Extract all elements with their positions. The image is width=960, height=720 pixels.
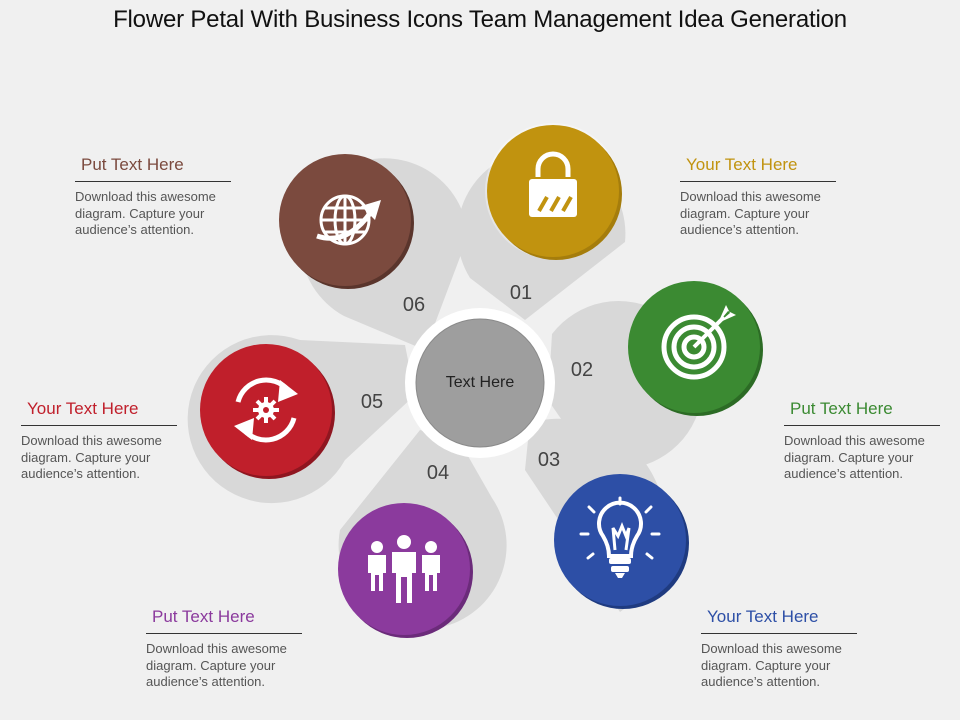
callout-04-heading: Put Text Here xyxy=(146,607,302,634)
callout-06-heading: Put Text Here xyxy=(75,155,231,182)
petal-circle-05 xyxy=(200,344,335,479)
petal-circle-02 xyxy=(628,281,763,416)
team-icon xyxy=(368,535,440,603)
petal-circle-04 xyxy=(338,503,473,638)
callout-04-body: Download this awesome diagram. Capture y… xyxy=(146,641,287,689)
callout-05-body: Download this awesome diagram. Capture y… xyxy=(21,433,162,481)
callout-01-heading: Your Text Here xyxy=(680,155,836,182)
petal-number-02: 02 xyxy=(571,359,593,381)
center-circle xyxy=(415,318,545,448)
callout-02: Put Text Here Download this awesome diag… xyxy=(784,399,960,483)
petal-number-03: 03 xyxy=(538,449,560,471)
petal-number-05: 05 xyxy=(361,391,383,413)
callout-06-body: Download this awesome diagram. Capture y… xyxy=(75,189,216,237)
page-title: Flower Petal With Business Icons Team Ma… xyxy=(113,6,847,33)
callout-03: Your Text Here Download this awesome dia… xyxy=(701,607,881,691)
petal-number-06: 06 xyxy=(403,294,425,316)
callout-02-body: Download this awesome diagram. Capture y… xyxy=(784,433,925,481)
petal-number-04: 04 xyxy=(427,462,449,484)
callout-02-heading: Put Text Here xyxy=(784,399,940,426)
refresh-gear-icon xyxy=(234,377,298,443)
callout-01-body: Download this awesome diagram. Capture y… xyxy=(680,189,821,237)
callout-05-heading: Your Text Here xyxy=(21,399,177,426)
callout-06: Put Text Here Download this awesome diag… xyxy=(75,155,255,239)
target-arrow-fletching xyxy=(718,305,736,323)
callout-05: Your Text Here Download this awesome dia… xyxy=(21,399,201,483)
petal-number-01: 01 xyxy=(510,282,532,304)
target-icon xyxy=(661,314,727,380)
lock-icon xyxy=(535,151,571,177)
petal-circle-01 xyxy=(485,123,622,260)
globe-arrow-head xyxy=(361,200,381,220)
target-arrow-shaft xyxy=(692,315,726,349)
callout-04: Put Text Here Download this awesome diag… xyxy=(146,607,326,691)
globe-arrow-icon xyxy=(316,194,374,246)
callout-03-heading: Your Text Here xyxy=(701,607,857,634)
petal-circle-03 xyxy=(554,474,689,609)
callout-03-body: Download this awesome diagram. Capture y… xyxy=(701,641,842,689)
petal-circle-06 xyxy=(279,154,414,289)
lightbulb-icon xyxy=(579,496,661,578)
center-label: Text Here xyxy=(446,374,515,391)
callout-01: Your Text Here Download this awesome dia… xyxy=(680,155,860,239)
